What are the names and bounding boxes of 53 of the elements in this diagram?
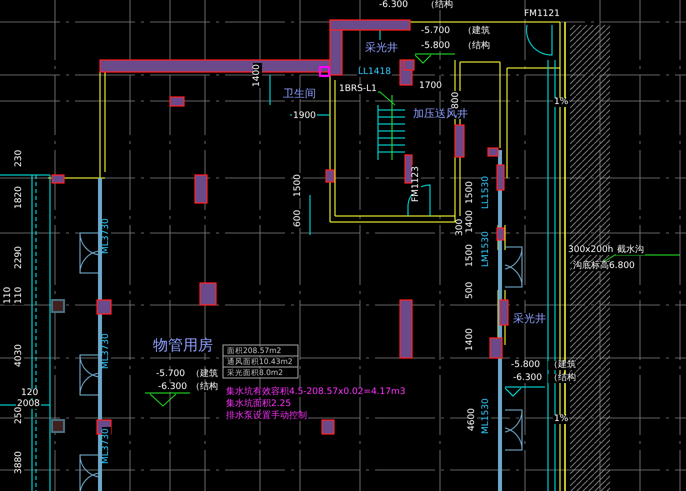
dimension-text: 300 xyxy=(456,218,465,237)
dimension-text: 120 xyxy=(20,389,40,398)
dimension-text: 110 xyxy=(4,286,13,305)
dimension-text: 250 xyxy=(15,406,24,425)
door-tag: FM1123 xyxy=(412,165,421,203)
elevation-text: -5.700 xyxy=(420,27,452,36)
note-text: （结构 xyxy=(548,374,577,383)
dimension-text: 1500 xyxy=(466,180,475,205)
note-text: 沟底标高6.800 xyxy=(572,262,636,271)
dimension-text: 1500 xyxy=(294,173,303,198)
window-tag: ML3730 xyxy=(102,217,111,255)
window-tag: ML3730 xyxy=(102,427,111,465)
room-label: 采光井 xyxy=(512,313,547,324)
dimension-text: 600 xyxy=(294,208,303,228)
door-tag: FM1121 xyxy=(523,10,561,19)
elevation-text: -6.300 xyxy=(157,383,188,392)
elevation-text: -6.300 xyxy=(378,1,410,10)
dimension-text: 2290 xyxy=(15,245,24,270)
slope-text: 1% xyxy=(553,98,570,107)
dimension-text: 110 xyxy=(15,286,24,305)
window-tag: LL1418 xyxy=(357,68,392,77)
window-tag: LM1530 xyxy=(482,230,491,268)
window-tag: ML1530 xyxy=(482,397,491,435)
elevation-text: -5.800 xyxy=(510,361,542,370)
dimension-text: 800 xyxy=(452,90,461,110)
dimension-text: 1400 xyxy=(466,327,475,352)
room-label: 卫生间 xyxy=(282,88,317,99)
dimension-text: 1820 xyxy=(15,185,24,210)
note-text: （建筑 xyxy=(548,361,577,370)
elevation-text: -5.800 xyxy=(420,42,452,51)
equipment-tag: 1BRS-L1 xyxy=(338,85,378,94)
dimension-text: 1900 xyxy=(292,112,317,121)
dimension-text: 1700 xyxy=(418,82,443,91)
dimension-text: 4600 xyxy=(468,407,477,432)
room-label: 物管用房 xyxy=(152,338,214,353)
elevation-text: -6.300 xyxy=(512,374,544,383)
note-text: 截水沟 xyxy=(616,246,645,255)
dimension-text: 230 xyxy=(15,148,24,168)
note-text: 集水坑有效容积4.5-208.57x0.02=4.17m3 xyxy=(225,388,406,397)
note-text: 排水泵设置手动控制 xyxy=(225,412,308,421)
dimension-text: 1400 xyxy=(466,209,475,234)
slope-text: 1% xyxy=(553,415,570,424)
window-tag: LL1530 xyxy=(482,175,491,210)
dimension-text: 4030 xyxy=(15,343,24,368)
dimension-text: 3880 xyxy=(15,450,24,475)
dimension-text: 500 xyxy=(466,280,475,300)
room-label: 采光井 xyxy=(364,42,399,53)
dimension-text: 1500 xyxy=(466,243,475,268)
elevation-text: -5.700 xyxy=(155,370,186,379)
window-tag: ML3730 xyxy=(102,332,111,370)
dimension-text: 1400 xyxy=(253,63,262,88)
note-text: 300x200h xyxy=(567,246,614,255)
note-text: 集水坑面积2.25 xyxy=(225,400,292,409)
